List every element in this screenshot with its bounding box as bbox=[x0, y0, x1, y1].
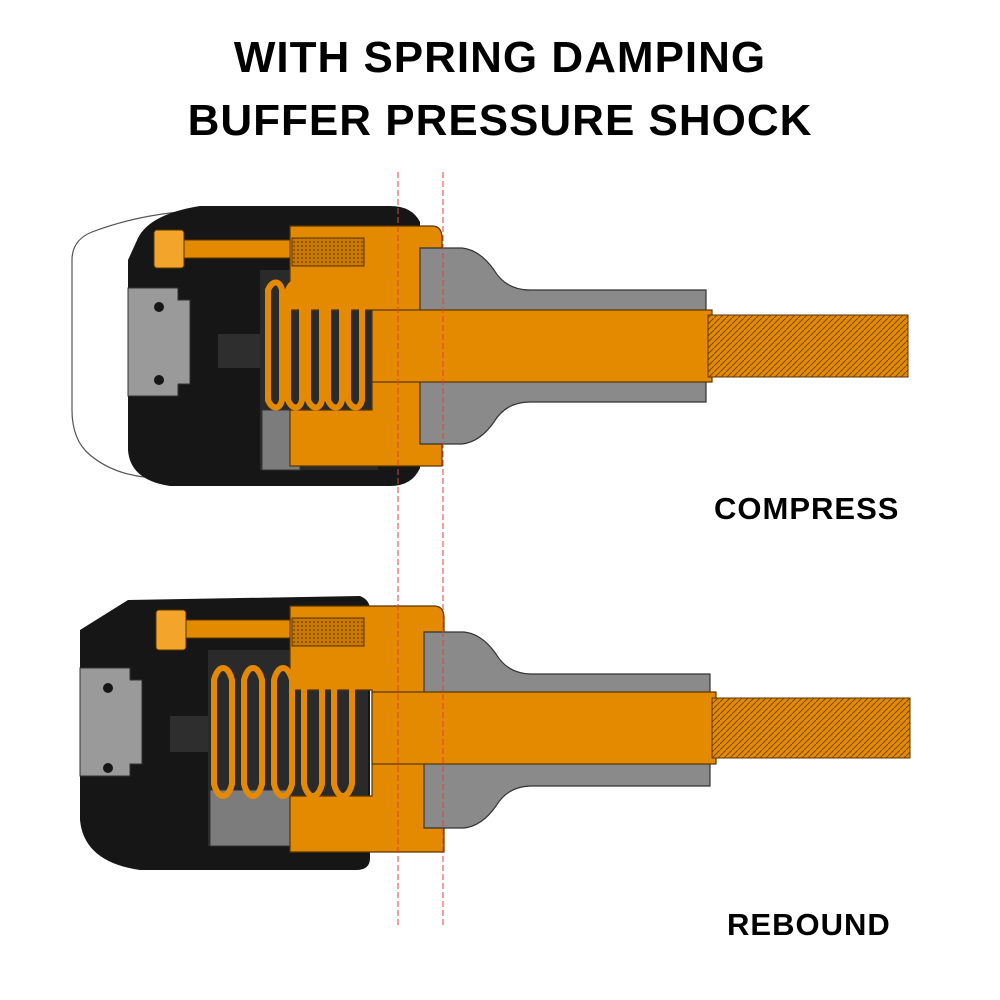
spring-coils-rebound bbox=[211, 665, 355, 799]
title-line-2: BUFFER PRESSURE SHOCK bbox=[187, 96, 813, 145]
top-bolt-head bbox=[153, 229, 185, 269]
title-line-1: WITH SPRING DAMPING bbox=[233, 33, 767, 82]
orange-shaft bbox=[371, 309, 713, 383]
compress-assembly bbox=[71, 206, 909, 486]
top-bolt-shaft bbox=[181, 239, 291, 259]
top-bolt-head-rebound bbox=[155, 609, 187, 651]
insert-hole-bottom bbox=[154, 375, 164, 385]
insert-hole-top-rebound bbox=[103, 683, 113, 693]
spring-coils-compress bbox=[265, 279, 365, 411]
threaded-end bbox=[707, 314, 909, 378]
orange-shaft-rebound bbox=[371, 691, 717, 765]
top-bolt-shaft-rebound bbox=[183, 619, 291, 639]
knurled-insert-rebound bbox=[291, 617, 365, 647]
insert-hole-bottom-rebound bbox=[103, 763, 113, 773]
gray-insert-rebound bbox=[79, 667, 143, 777]
compress-label: COMPRESS bbox=[714, 491, 900, 526]
gray-insert bbox=[127, 287, 191, 397]
piston-body-rebound bbox=[289, 605, 445, 853]
rebound-assembly bbox=[79, 596, 911, 870]
insert-hole-top bbox=[154, 302, 164, 312]
knurled-insert bbox=[291, 237, 365, 267]
threaded-end-rebound bbox=[711, 697, 911, 759]
rebound-label: REBOUND bbox=[727, 907, 891, 942]
